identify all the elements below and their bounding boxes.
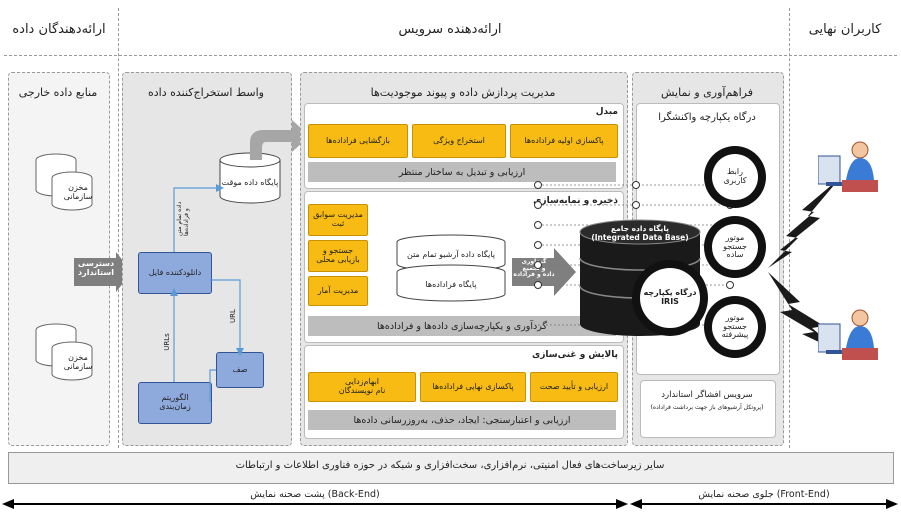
converter-step-2: استخراج ویژگی xyxy=(412,124,506,158)
refine-title: پالایش و غنی‌سازی xyxy=(531,350,618,360)
refine-step-2: پاکسازی نهایی فراداده‌ها xyxy=(420,372,526,402)
converter-step-3: بازگشایی فراداده‌ها xyxy=(308,124,408,158)
fulltext-archive-db-label: پایگاه داده آرشیو تمام متن xyxy=(406,250,495,259)
extractor-title: واسط استخراج‌کننده داده xyxy=(148,86,264,99)
end-user-icon-bottom xyxy=(818,309,878,360)
harvest-service-box xyxy=(640,380,776,438)
presentation-title: فراهم‌آوری و نمایش xyxy=(661,86,753,99)
converter-title: مبدل xyxy=(595,107,618,117)
refine-bar: ارزیابی و اعتبارسنجی: ایجاد، حذف، به‌روز… xyxy=(308,410,616,430)
lightning-bolt-icon-top xyxy=(768,178,840,268)
temp-db-to-converter-arrow xyxy=(250,120,310,160)
header-data-providers: ارائه‌دهندگان داده xyxy=(12,22,106,37)
external-sources-panel xyxy=(8,72,110,446)
external-sources-title: منابع داده خارجی xyxy=(18,86,98,99)
enterprise-db-label-2: مخزن سازمانی xyxy=(63,353,93,371)
storage-step-3: مدیریت آمار xyxy=(308,276,368,306)
file-downloader-box: دانلودکننده فایل xyxy=(138,252,212,294)
separator-right xyxy=(789,8,790,448)
refine-step-3: ابهام‌زدایی نام نویسندگان xyxy=(308,372,416,402)
storage-databases-icon xyxy=(396,234,506,302)
storage-step-2: جستجو و بازیابی محلی xyxy=(308,240,368,272)
aggregation-arrow xyxy=(512,248,576,296)
infrastructure-bar xyxy=(8,452,894,484)
refine-step-1: ارزیابی و تأیید صحت xyxy=(530,372,618,402)
storage-bar: گردآوری و یکپارچه‌سازی داده‌ها و فراداده… xyxy=(308,316,616,336)
scheduler-box: الگوریتم زمان‌بندی xyxy=(138,382,212,424)
url-label: URL xyxy=(228,309,237,323)
advanced-search-label: موتور جستجو پیشرفته xyxy=(712,304,758,350)
infrastructure-text: سایر زیرساخت‌های فعال امنیتی، نرم‌افزاری… xyxy=(235,460,665,471)
simple-search-label: موتور جستجو ساده xyxy=(712,224,758,270)
enterprise-db-label-1: مخزن سازمانی xyxy=(63,183,93,201)
iris-portal-label: درگاه یکپارچه IRIS xyxy=(640,268,700,328)
enterprise-db-icon-2 xyxy=(35,323,93,381)
standard-access-arrow xyxy=(74,252,132,292)
end-user-icon-top xyxy=(818,141,878,192)
enterprise-db-icon-1 xyxy=(35,153,93,211)
metadata-db-label: پایگاه فراداده‌ها xyxy=(425,280,477,289)
processing-title: مدیریت پردازش داده و پیوند موجودیت‌ها xyxy=(370,86,556,99)
temp-database-label: پایگاه داده موقت xyxy=(221,178,279,187)
lightning-bolt-icon-bottom xyxy=(768,272,840,352)
frontend-label: جلوی صحنه نمایش (Front-End) xyxy=(698,489,830,500)
header-service-provider: ارائه‌دهنده سرویس xyxy=(398,22,502,37)
converter-bar: ارزیابی و تبدیل به ساختار منتظر xyxy=(308,162,616,182)
header-rule xyxy=(4,55,897,56)
user-interface-label: رابط کاربری xyxy=(712,154,758,200)
harvest-service-title: سرویس افشاگر استاندارد xyxy=(661,390,753,400)
temp-database-icon xyxy=(219,152,281,204)
portal-title: درگاه یکپارچه واکنشگرا xyxy=(658,112,756,123)
separator-left xyxy=(118,8,119,448)
storage-step-1: مدیریت سوابق ثبت xyxy=(308,204,368,236)
harvest-service-subtitle: (پروتکل آرشیوهای باز جهت برداشت فراداده) xyxy=(650,404,764,411)
integrated-database-label: پایگاه داده جامع (Integrated Data Base) xyxy=(591,224,689,242)
scope-arrows xyxy=(2,499,898,509)
fulltext-metadata-label: داده تمام متن و فراداده‌ها xyxy=(176,201,190,236)
header-end-users: کاربران نهایی xyxy=(808,22,882,37)
converter-step-1: پاکسازی اولیه فراداده‌ها xyxy=(510,124,618,158)
extractor-flow-arrows xyxy=(170,184,244,402)
aggregation-label: گردآوری و تجمیع داده و فراداده xyxy=(513,258,555,279)
standard-access-label: دسترسی استاندارد xyxy=(77,259,115,277)
urls-label: URLs xyxy=(162,333,171,351)
storage-title: ذخیره و نمایه‌سازی xyxy=(533,196,618,206)
backend-label: پشت صحنه نمایش (Back-End) xyxy=(250,489,380,500)
